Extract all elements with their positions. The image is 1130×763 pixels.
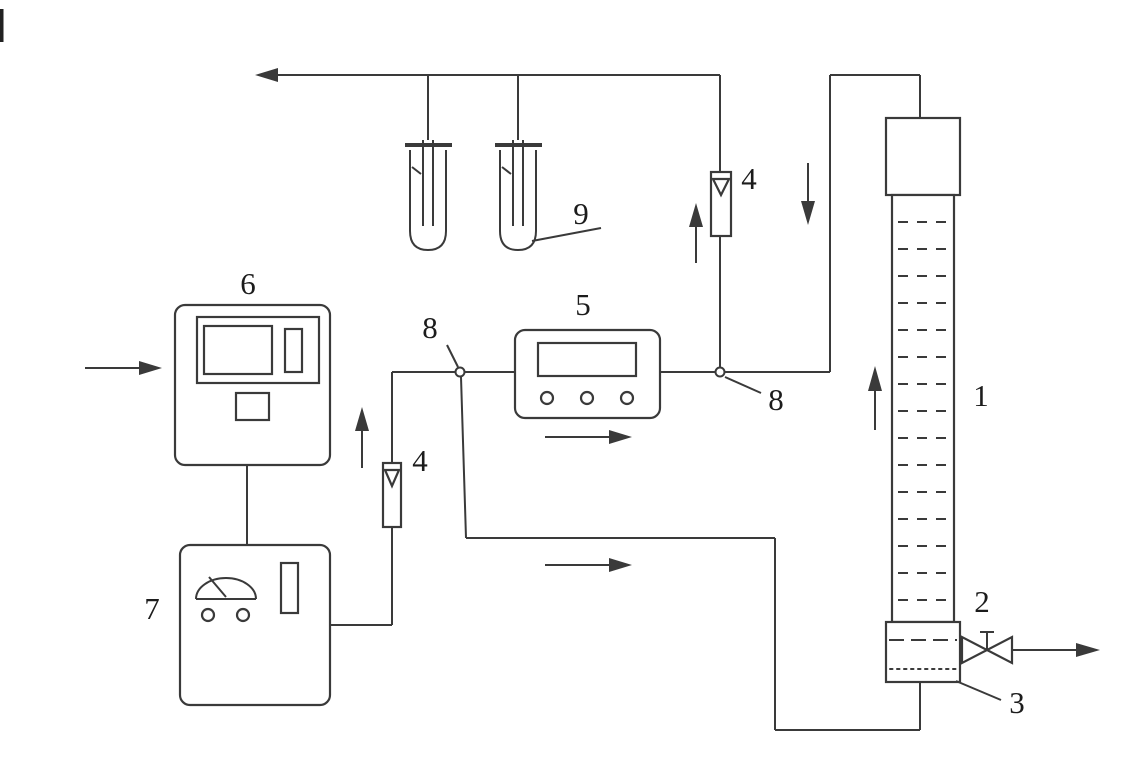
tee-junction-right <box>714 366 726 378</box>
controller-button <box>234 391 271 422</box>
generator-gauge <box>195 577 257 600</box>
arrow-down-riser-icon <box>801 201 815 225</box>
arrow-bypass-flow-icon <box>609 558 632 572</box>
pipe-bypass-to-column-bottom <box>460 376 921 731</box>
rotameter-left <box>381 461 403 529</box>
leader-label-3 <box>955 680 1002 701</box>
absorption-tube-2 <box>495 140 542 252</box>
column-bottom-section <box>884 620 962 684</box>
arrow-outlet-icon <box>1076 643 1100 657</box>
leader-label-8-right <box>724 376 762 394</box>
tube2-inner-pipe <box>512 140 524 226</box>
analyzer-display <box>536 341 638 378</box>
generator-slider <box>279 561 300 615</box>
generator-knob-2 <box>235 607 251 623</box>
rotameter-left-float-icon <box>383 468 401 489</box>
generator-knob-1 <box>200 607 216 623</box>
label-rotameter-top: 4 <box>741 161 757 196</box>
label-tubes: 9 <box>573 196 589 231</box>
label-rotameter-left: 4 <box>412 443 428 478</box>
packed-column <box>884 116 962 684</box>
analyzer-knob-3 <box>619 390 635 406</box>
arrow-up-left-rotameter-icon <box>355 407 369 431</box>
arrow-exhaust-left-icon <box>255 68 278 82</box>
drain-valve <box>960 631 1014 665</box>
tube1-body <box>409 150 447 252</box>
pipe-generator-to-tee-left <box>330 371 456 626</box>
tube1-liquid-mark <box>411 166 422 175</box>
rotameter-left-body <box>381 461 403 529</box>
controller-slider <box>283 327 304 374</box>
column-top-cap <box>884 116 962 197</box>
pipe-tee-right-to-column-top <box>724 74 921 373</box>
rotameter-top-float-icon <box>711 177 731 198</box>
piping <box>246 74 921 731</box>
label-valve: 2 <box>974 584 990 619</box>
tee-junction-left <box>454 366 466 378</box>
tube2-body <box>499 150 537 252</box>
leader-lines <box>446 227 1002 701</box>
column-body <box>890 193 956 624</box>
labels: 1 2 3 4 4 5 6 7 8 8 9 <box>144 161 1025 720</box>
arrow-analyzer-flow-icon <box>609 430 632 444</box>
label-tee-right: 8 <box>768 382 784 417</box>
gas-analyzer <box>513 328 662 420</box>
arrow-up-column-icon <box>868 366 882 391</box>
leader-label-8-left <box>446 344 459 368</box>
tube1-inner-pipe <box>422 140 434 226</box>
analyzer-knob-1 <box>539 390 555 406</box>
arrow-inlet-controller-icon <box>139 361 162 375</box>
label-column: 1 <box>973 378 989 413</box>
valve-left-wedge <box>960 635 990 665</box>
absorption-tube-1 <box>405 140 452 252</box>
tube2-liquid-mark <box>501 166 512 175</box>
rotameter-top <box>709 170 733 238</box>
rotameter-top-body <box>709 170 733 238</box>
label-tee-left: 8 <box>422 310 438 345</box>
analyzer-knob-2 <box>579 390 595 406</box>
generator-gauge-needle <box>208 576 227 598</box>
valve-right-wedge <box>984 635 1014 665</box>
label-controller: 6 <box>240 266 256 301</box>
scan-artifact <box>0 9 4 42</box>
label-analyzer: 5 <box>575 287 591 322</box>
label-distributor: 3 <box>1009 685 1025 720</box>
label-generator: 7 <box>144 591 160 626</box>
column-packing <box>898 221 948 601</box>
arrow-up-top-rotameter-icon <box>689 203 703 227</box>
leader-label-9 <box>531 227 602 242</box>
generator-housing <box>178 543 332 707</box>
valve-stem <box>980 631 994 650</box>
controller-unit <box>173 303 332 467</box>
controller-screen <box>202 324 274 376</box>
generator-unit <box>178 543 332 707</box>
flow-arrows <box>85 68 1100 657</box>
